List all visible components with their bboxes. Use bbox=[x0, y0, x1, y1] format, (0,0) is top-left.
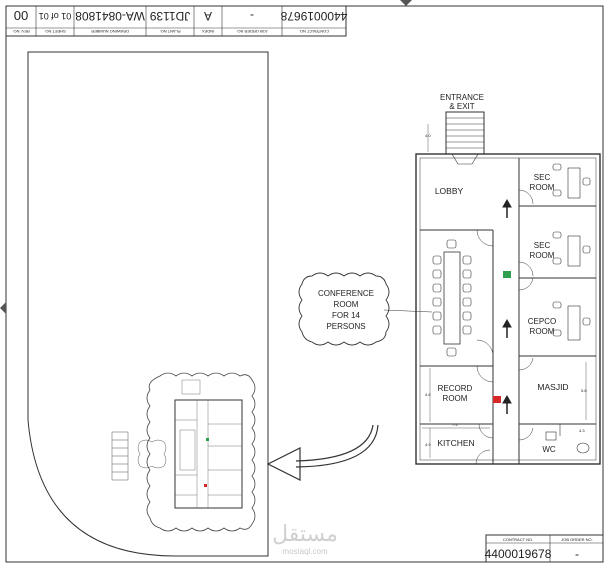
watermark-arabic: مستقل bbox=[272, 521, 338, 546]
cepco-a: CEPCO bbox=[528, 317, 556, 326]
key-plan bbox=[111, 372, 256, 532]
drawing-label: DRAWING NUMBER bbox=[91, 29, 129, 34]
sec-room-2-b: ROOM bbox=[530, 251, 555, 260]
bottom-contract-label: CONTRACT NO. bbox=[503, 537, 533, 542]
fire-alarm-icon bbox=[493, 396, 501, 403]
kitchen-label: KITCHEN bbox=[437, 438, 474, 448]
exit-label: & EXIT bbox=[449, 102, 474, 111]
contract-label: CONTRACT NO. bbox=[299, 29, 329, 34]
rev-value: 00 bbox=[14, 8, 28, 23]
pointer-arrow bbox=[266, 424, 379, 481]
sheet-value: 01 of 01 bbox=[39, 11, 72, 21]
sheet-label: SHEET NO. bbox=[44, 29, 66, 34]
job-order-label: JOB ORDER NO. bbox=[236, 29, 268, 34]
cepco-b: ROOM bbox=[530, 327, 555, 336]
dim-b: 7.4 bbox=[452, 422, 458, 427]
record-b: ROOM bbox=[443, 394, 468, 403]
top-center-mark bbox=[400, 0, 412, 6]
dim-c: 4.6 bbox=[425, 392, 431, 397]
bottom-contract-value: 4400019678 bbox=[485, 547, 552, 561]
callout-line4: PERSONS bbox=[326, 322, 365, 331]
left-center-mark bbox=[0, 302, 6, 314]
masjid-label: MASJID bbox=[537, 382, 568, 392]
room-labels: ENTRANCE & EXIT LOBBY SEC ROOM SEC ROOM … bbox=[425, 93, 587, 454]
dim-e: 4.3 bbox=[579, 428, 585, 433]
bottom-title-block: CONTRACT NO. JOB ORDER NO. 4400019678 - bbox=[485, 534, 604, 563]
bottom-job-value: - bbox=[575, 547, 579, 561]
job-order-value: - bbox=[250, 9, 254, 23]
sec-room-2-a: SEC bbox=[534, 241, 551, 250]
watermark-latin: mostaql.com bbox=[282, 547, 328, 556]
rev-label: REV. NO. bbox=[12, 29, 29, 34]
callout-line1: CONFERENCE bbox=[318, 289, 374, 298]
bottom-job-label: JOB ORDER NO. bbox=[561, 537, 593, 542]
dim-d: 5.8 bbox=[581, 388, 587, 393]
dim-a: 4.0 bbox=[425, 133, 431, 138]
plant-label: PLANT NO. bbox=[159, 29, 180, 34]
site-boundary bbox=[27, 51, 269, 557]
index-label: INDEX bbox=[202, 29, 215, 34]
exit-arrows bbox=[502, 198, 512, 414]
wc-label: WC bbox=[542, 445, 556, 454]
sec-room-1-b: ROOM bbox=[530, 183, 555, 192]
record-a: RECORD bbox=[438, 384, 473, 393]
index-value: A bbox=[204, 9, 212, 23]
sec-room-1-a: SEC bbox=[534, 173, 551, 182]
exit-sign-icon bbox=[503, 271, 511, 278]
conference-callout: CONFERENCE ROOM FOR 14 PERSONS bbox=[298, 272, 433, 346]
floor-plan bbox=[415, 111, 601, 465]
drawing-value: WA-0841808 bbox=[75, 9, 145, 23]
callout-line3: FOR 14 bbox=[332, 311, 361, 320]
lobby-label: LOBBY bbox=[435, 186, 464, 196]
dim-f: 4.9 bbox=[425, 442, 431, 447]
entrance-label: ENTRANCE bbox=[440, 93, 484, 102]
callout-line2: ROOM bbox=[334, 300, 359, 309]
title-block: 00 REV. NO. 01 of 01 SHEET NO. WA-084180… bbox=[5, 5, 347, 37]
plant-value: JD1139 bbox=[149, 9, 190, 23]
contract-value: 4400019678 bbox=[280, 9, 347, 23]
